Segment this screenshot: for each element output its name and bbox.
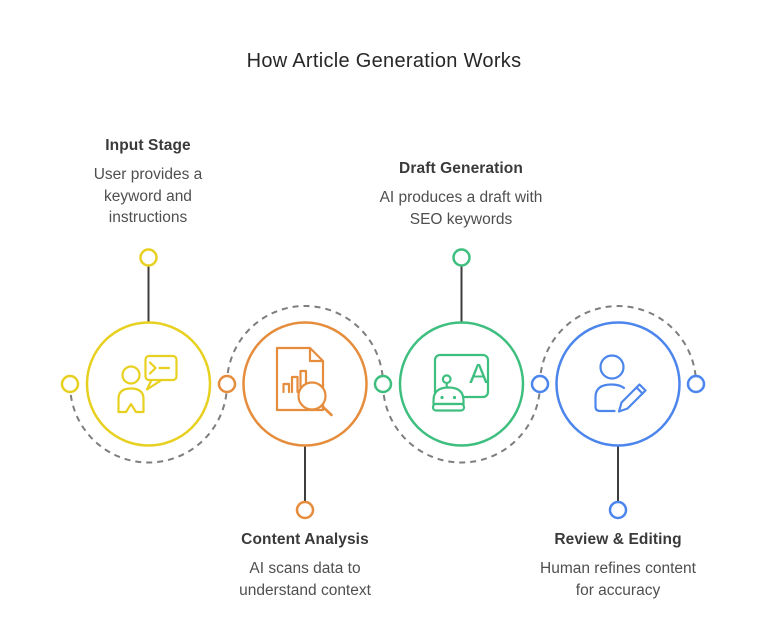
stage3-description: AI produces a draft with SEO keywords [379,189,543,228]
document-fold-corner [308,346,325,363]
stage1-text-block: Input Stage User provides a keyword and … [48,137,248,229]
robot-eye-right [452,395,457,400]
stage3-text-block: Draft Generation AI produces a draft wit… [361,160,561,230]
person-body [117,387,145,414]
stage4-circle [555,321,681,447]
robot-head [432,386,465,406]
stage3-circle [398,321,525,447]
dashed-arc-over-stage4 [539,305,697,385]
robot-antenna-tip [441,374,452,385]
person-shoulders [594,383,626,413]
stage2-text-node [295,500,315,520]
stage4-description: Human refines content for accuracy [540,560,696,599]
person-head [599,354,625,380]
stage1-title: Input Stage [105,137,191,154]
stage2-text-block: Content Analysis AI scans data to unders… [205,531,405,601]
stage3-title: Draft Generation [399,160,523,177]
robot-screen-icon: A [431,353,490,412]
dashed-arc-over-stage2 [226,305,384,385]
magnifier-handle [320,404,333,417]
dashed-arc-under-stage3 [382,383,541,464]
path-node-3-4 [530,374,550,394]
person-head [121,365,141,385]
magnifier-lens [297,381,327,411]
robot-base [431,402,466,412]
stage3-text-node [452,248,471,267]
user-chat-icon [117,354,178,414]
document-outline [275,346,325,412]
stage2-description: AI scans data to understand context [239,560,371,599]
stage4-text-node [608,500,628,520]
stage1-description: User provides a keyword and instructions [93,166,203,226]
screen-letter: A [469,358,488,389]
path-node-2-3 [373,374,393,394]
user-edit-icon [594,354,647,413]
chat-bubble-tail [145,378,163,391]
bar-chart-glyph [282,369,308,394]
stage1-text-node [139,248,158,267]
document-analysis-icon [275,346,333,417]
pencil-cap-line [635,386,644,395]
path-node-start [60,374,80,394]
path-node-1-2 [217,374,237,394]
stage4-title: Review & Editing [554,531,682,548]
path-node-end [686,374,706,394]
stage4-text-block: Review & Editing Human refines content f… [518,531,718,601]
dashed-arc-under-stage1 [69,383,228,464]
diagram-title: How Article Generation Works [246,50,522,72]
stage2-title: Content Analysis [241,531,369,548]
terminal-chevron [148,361,157,375]
robot-eye-left [440,395,444,400]
